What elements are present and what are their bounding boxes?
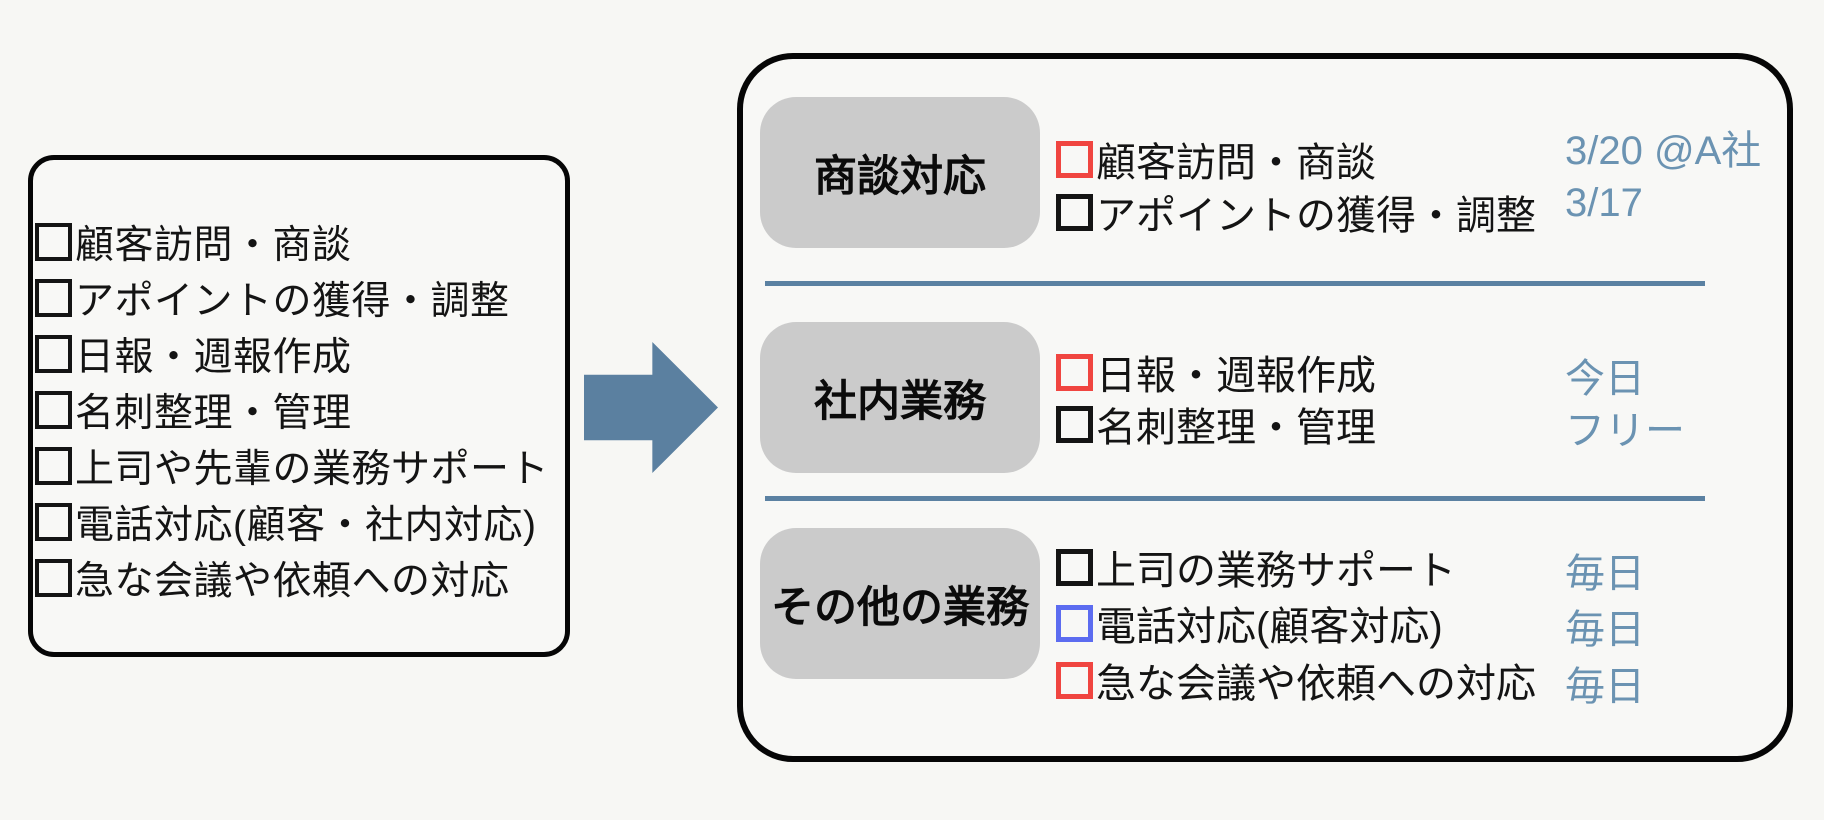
category-pill-shoudan: 商談対応 xyxy=(760,97,1040,248)
checkbox-icon xyxy=(1056,140,1093,178)
task-row: 顧客訪問・商談 xyxy=(1056,137,1376,185)
task-row: 名刺整理・管理 xyxy=(1056,402,1376,450)
task-row: 電話対応(顧客・社内対応) xyxy=(35,500,536,547)
task-row: アポイントの獲得・調整 xyxy=(35,276,510,323)
task-row: 急な会議や依頼への対応 xyxy=(35,556,510,603)
task-row: 急な会議や依頼への対応 xyxy=(1056,658,1536,706)
section-divider xyxy=(765,281,1705,286)
task-label: 急な会議や依頼への対応 xyxy=(75,560,510,603)
task-label: 電話対応(顧客・社内対応) xyxy=(75,504,537,547)
task-label: 電話対応(顧客対応) xyxy=(1096,605,1443,649)
category-label: 商談対応 xyxy=(814,152,986,201)
task-label: アポイントの獲得・調整 xyxy=(1096,194,1536,238)
checkbox-icon xyxy=(35,503,72,541)
task-checklist-panel: 顧客訪問・商談 アポイントの獲得・調整 日報・週報作成 名刺整理・管理 上司や先… xyxy=(28,155,570,657)
category-label: 社内業務 xyxy=(814,377,986,426)
category-label: その他の業務 xyxy=(771,583,1029,632)
task-label: 急な会議や依頼への対応 xyxy=(1096,662,1536,706)
task-label: 名刺整理・管理 xyxy=(75,392,352,435)
task-label: 日報・週報作成 xyxy=(75,336,352,379)
checkbox-icon xyxy=(1056,661,1093,699)
task-row: 電話対応(顧客対応) xyxy=(1056,601,1443,649)
task-label: 日報・週報作成 xyxy=(1096,354,1376,398)
checkbox-icon xyxy=(1056,405,1093,443)
task-row: 上司の業務サポート xyxy=(1056,545,1456,593)
checkbox-icon xyxy=(35,447,72,485)
task-label: 顧客訪問・商談 xyxy=(75,224,352,267)
section-divider xyxy=(765,496,1705,501)
task-row: 上司や先輩の業務サポート xyxy=(35,444,549,491)
schedule-label: 毎日 xyxy=(1565,665,1645,709)
task-row: 顧客訪問・商談 xyxy=(35,220,352,267)
schedule-label: 毎日 xyxy=(1565,552,1645,596)
category-pill-shanai: 社内業務 xyxy=(760,322,1040,473)
checkbox-icon xyxy=(35,335,72,373)
task-row: 日報・週報作成 xyxy=(35,332,352,379)
schedule-label: フリー xyxy=(1565,409,1685,453)
task-row: 日報・週報作成 xyxy=(1056,350,1376,398)
checkbox-icon xyxy=(35,391,72,429)
task-label: 上司や先輩の業務サポート xyxy=(75,448,550,491)
task-row: 名刺整理・管理 xyxy=(35,388,352,435)
checkbox-icon xyxy=(1056,604,1093,642)
schedule-label: 毎日 xyxy=(1565,608,1645,652)
right-arrow-icon xyxy=(584,342,718,473)
task-label: 名刺整理・管理 xyxy=(1096,406,1376,450)
schedule-label: 3/17 xyxy=(1565,180,1643,225)
task-label: 顧客訪問・商談 xyxy=(1096,141,1376,185)
task-row: アポイントの獲得・調整 xyxy=(1056,190,1536,238)
category-pill-sonota: その他の業務 xyxy=(760,528,1040,679)
schedule-label: 今日 xyxy=(1565,357,1645,401)
checkbox-icon xyxy=(35,223,72,261)
task-label: 上司の業務サポート xyxy=(1096,549,1456,593)
checkbox-icon xyxy=(1056,353,1093,391)
checkbox-icon xyxy=(1056,193,1093,231)
schedule-label: 3/20 @A社 xyxy=(1565,129,1762,173)
checkbox-icon xyxy=(35,279,72,317)
checkbox-icon xyxy=(1056,548,1093,586)
task-label: アポイントの獲得・調整 xyxy=(75,280,510,323)
categorized-task-panel: 商談対応 顧客訪問・商談 アポイントの獲得・調整 3/20 @A社 3/17 社… xyxy=(737,53,1793,762)
checkbox-icon xyxy=(35,559,72,597)
